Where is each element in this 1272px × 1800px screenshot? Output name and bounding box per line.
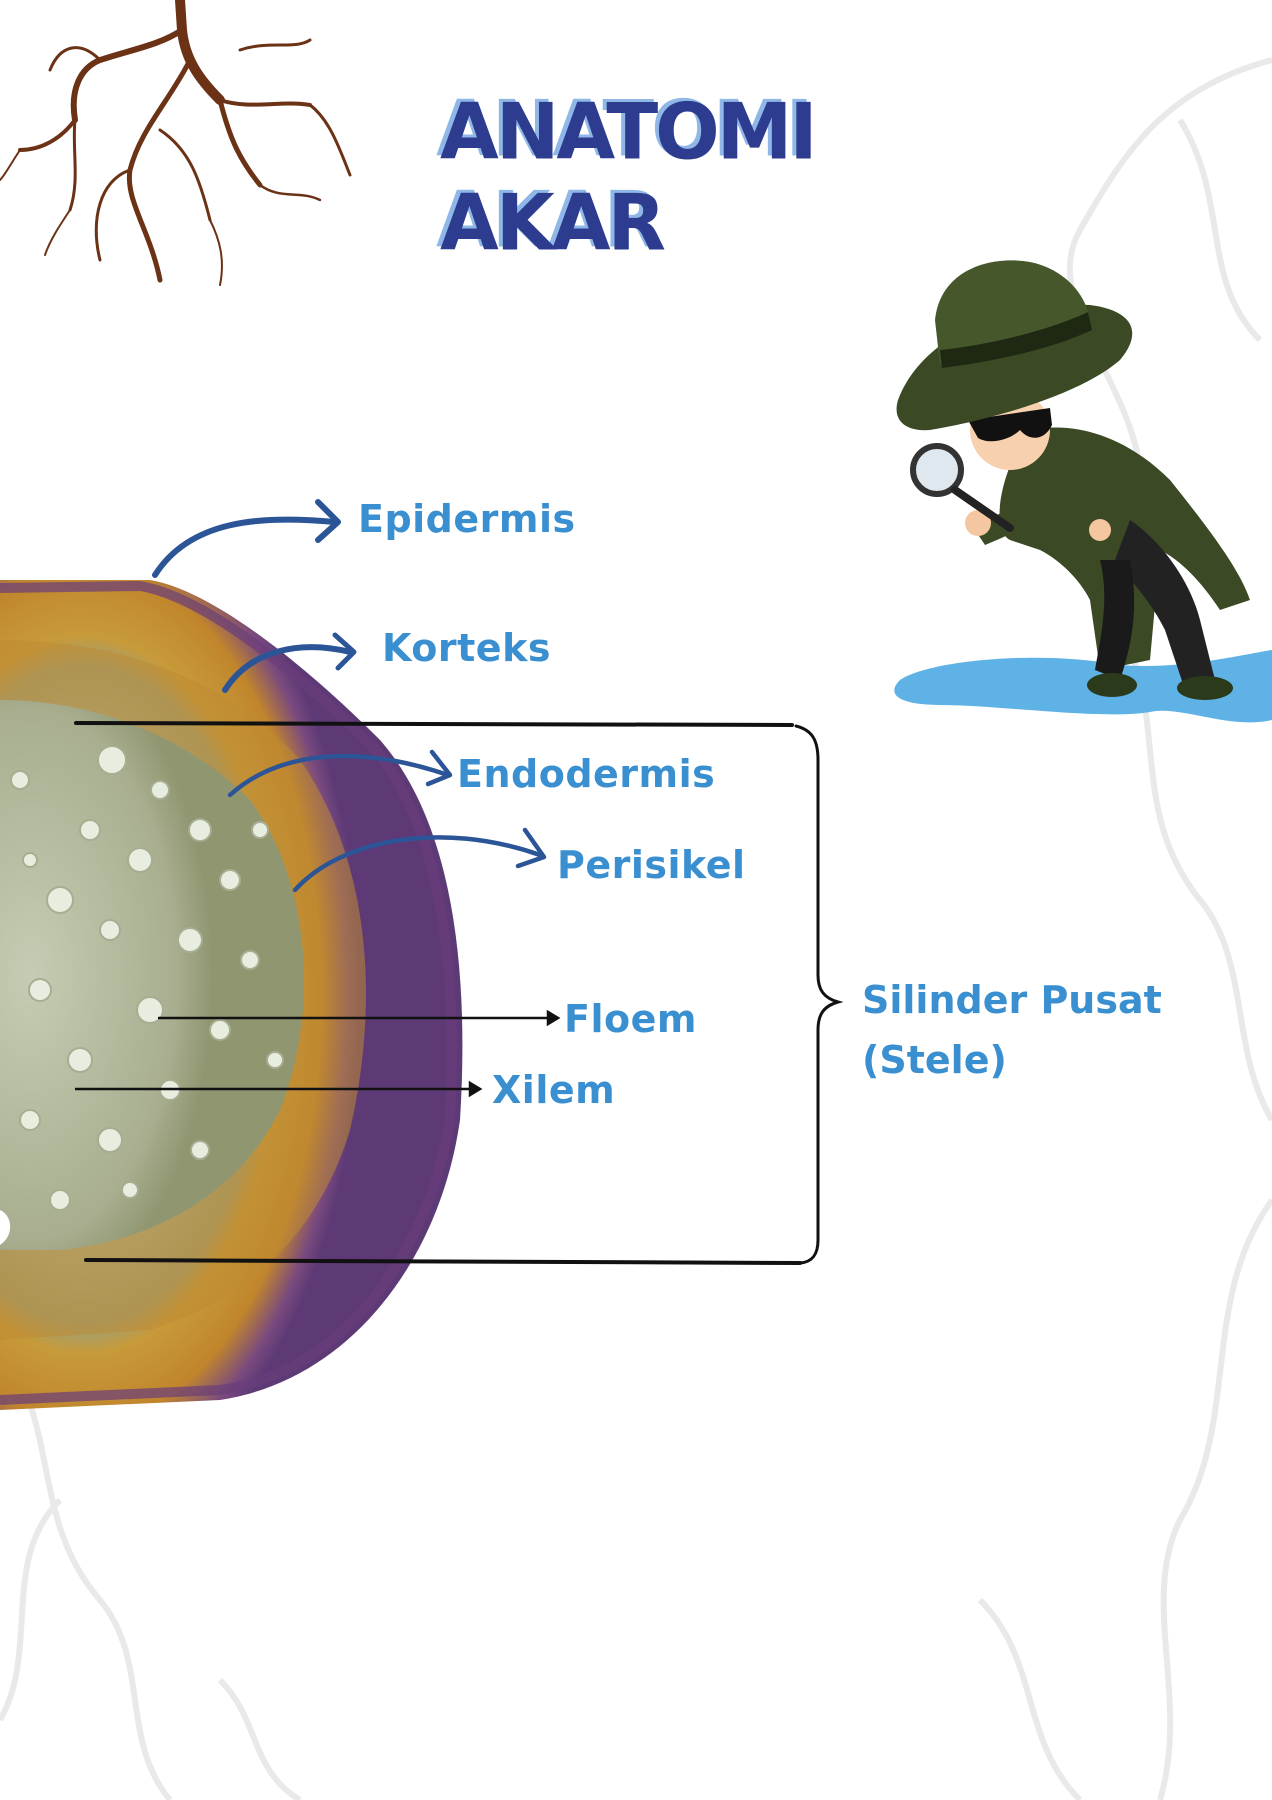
detective-boot-right	[1177, 676, 1233, 700]
label-silinder-pusat: Silinder Pusat (Stele)	[862, 970, 1162, 1090]
water-puddle	[894, 650, 1272, 723]
endodermis-arrow	[227, 753, 451, 798]
detective-leg-front	[1095, 560, 1135, 680]
floem-pointer-head	[546, 1009, 561, 1027]
pointer-arrows	[75, 1009, 561, 1098]
label-korteks: Korteks	[382, 626, 551, 670]
detective-hand	[965, 510, 991, 536]
magnifying-glass-handle	[951, 486, 1014, 532]
korteks-arrowhead	[332, 632, 357, 671]
section-notch	[0, 1210, 11, 1245]
label-perisikel: Perisikel	[557, 843, 746, 887]
detective-hand-right	[1089, 519, 1111, 541]
stele-label-line2: (Stele)	[862, 1038, 1007, 1082]
stele-top-line	[74, 721, 794, 727]
xilem-pointer-head	[468, 1080, 483, 1098]
root-cross-section	[0, 580, 463, 1410]
perisikel-arrowhead	[515, 827, 547, 869]
endodermis-arrowhead	[425, 749, 453, 787]
label-xilem: Xilem	[492, 1068, 616, 1112]
epidermis-arrow	[152, 516, 338, 578]
label-epidermis: Epidermis	[358, 497, 576, 541]
detective-illustration	[894, 260, 1272, 723]
detective-legs	[1115, 520, 1215, 690]
stele-bottom-line	[84, 1258, 802, 1265]
perisikel-arrow	[292, 835, 543, 893]
detective-hat-band	[940, 312, 1092, 368]
section-stele	[0, 700, 304, 1250]
detective-boot-left	[1087, 673, 1137, 697]
curly-brace	[794, 724, 844, 1265]
section-vessels	[10, 745, 284, 1211]
detective-sunglasses	[968, 408, 1052, 442]
label-floem: Floem	[564, 997, 697, 1041]
detective-arm	[975, 480, 1065, 545]
label-arrows	[152, 499, 547, 893]
label-endodermis: Endodermis	[457, 752, 716, 796]
root-illustration	[0, 0, 352, 286]
korteks-arrow	[222, 644, 353, 693]
magnifying-glass-icon	[910, 443, 964, 497]
stele-label-line1: Silinder Pusat	[862, 978, 1162, 1022]
epidermis-arrowhead	[315, 499, 341, 543]
section-epidermis-rim	[0, 580, 457, 1405]
stele-bracket	[74, 721, 844, 1265]
page-title: ANATOMI AKAR	[440, 86, 818, 268]
